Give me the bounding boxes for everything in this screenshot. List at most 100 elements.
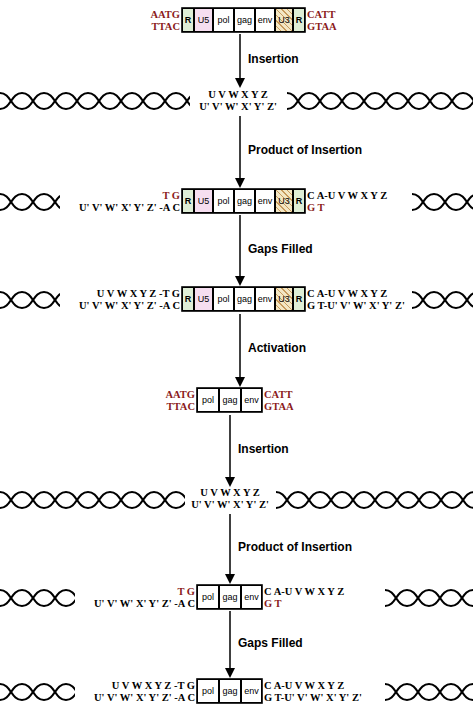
sequence-label: G T bbox=[307, 202, 325, 214]
sequence-segment: R bbox=[293, 8, 305, 32]
dna-helix bbox=[0, 681, 75, 703]
sequence-segment: gag bbox=[234, 189, 255, 213]
sequence-label: U V W X Y Z -T G bbox=[97, 288, 180, 300]
segment-label: gag bbox=[237, 15, 252, 25]
segment-label: U3 bbox=[278, 196, 290, 206]
step-arrow bbox=[239, 215, 241, 284]
sequence-segment: U5 bbox=[194, 189, 213, 213]
segment-label: env bbox=[244, 686, 259, 696]
sequence-label: U' V' W' X' Y' Z' -A C bbox=[94, 598, 195, 610]
step-arrow bbox=[229, 514, 231, 582]
segment-label: pol bbox=[217, 15, 229, 25]
sequence-segment: gag bbox=[234, 8, 255, 32]
sequence-segment: R bbox=[182, 287, 194, 311]
dna-helix bbox=[412, 289, 473, 311]
sequence-segment: pol bbox=[213, 189, 234, 213]
segment-label: U5 bbox=[198, 294, 210, 304]
segment-label: R bbox=[185, 196, 192, 206]
segment-label: env bbox=[258, 196, 273, 206]
sequence-label: U V W X Y Z -T G bbox=[112, 680, 195, 692]
step-arrow bbox=[229, 611, 231, 676]
segment-label: env bbox=[258, 294, 273, 304]
dna-helix bbox=[276, 489, 473, 511]
segment-label: env bbox=[244, 592, 259, 602]
sequence-label: C A-U V W X Y Z bbox=[264, 586, 344, 598]
segment-label: pol bbox=[217, 294, 229, 304]
sequence-segment: pol bbox=[213, 287, 234, 311]
element-outline bbox=[182, 287, 305, 311]
dna-helix bbox=[0, 489, 185, 511]
sequence-label: CATT bbox=[307, 9, 335, 21]
sequence-segment: env bbox=[255, 287, 275, 311]
sequence-segment: R bbox=[293, 287, 305, 311]
sequence-label: T G bbox=[162, 190, 180, 202]
sequence-segment: U5 bbox=[194, 8, 213, 32]
step-label: Gaps Filled bbox=[238, 636, 303, 650]
segment-label: pol bbox=[202, 686, 214, 696]
segment-label: gag bbox=[237, 294, 252, 304]
sequence-label: U' V' W' X' Y' Z' bbox=[191, 499, 269, 511]
dna-helix bbox=[0, 191, 60, 213]
dna-helix bbox=[412, 191, 473, 213]
sequence-segment: pol bbox=[213, 8, 234, 32]
sequence-segment: gag bbox=[219, 585, 241, 609]
sequence-segment: pol bbox=[197, 585, 219, 609]
sequence-segment: U3 bbox=[275, 287, 293, 311]
sequence-segment: pol bbox=[197, 388, 219, 412]
segment-label: pol bbox=[217, 196, 229, 206]
element-outline bbox=[182, 8, 305, 32]
sequence-label: U' V' W' X' Y' Z' -A C bbox=[79, 300, 180, 312]
sequence-label: T G bbox=[177, 586, 195, 598]
sequence-segment: R bbox=[293, 189, 305, 213]
sequence-segment: env bbox=[255, 189, 275, 213]
sequence-segment: U3 bbox=[275, 189, 293, 213]
sequence-label: C A-U V W X Y Z bbox=[307, 288, 387, 300]
dna-helix bbox=[287, 90, 473, 112]
sequence-label: U V W X Y Z bbox=[208, 89, 267, 101]
segment-label: R bbox=[296, 15, 303, 25]
step-arrow bbox=[239, 314, 241, 385]
segment-label: R bbox=[185, 294, 192, 304]
segment-label: U3 bbox=[278, 294, 290, 304]
sequence-label: G T bbox=[264, 598, 282, 610]
sequence-label: C A-U V W X Y Z bbox=[264, 680, 344, 692]
sequence-label: U V W X Y Z bbox=[200, 487, 259, 499]
segment-label: R bbox=[296, 294, 303, 304]
segment-label: gag bbox=[222, 592, 237, 602]
sequence-label: AATG bbox=[165, 389, 195, 401]
sequence-label: C A-U V W X Y Z bbox=[307, 190, 387, 202]
sequence-segment: env bbox=[241, 388, 262, 412]
segment-label: U5 bbox=[198, 196, 210, 206]
step-label: Gaps Filled bbox=[248, 242, 313, 256]
sequence-label: TTAC bbox=[152, 21, 180, 33]
sequence-segment: gag bbox=[219, 388, 241, 412]
segment-label: env bbox=[258, 15, 273, 25]
segment-label: U5 bbox=[198, 15, 210, 25]
sequence-label: CATT bbox=[264, 389, 292, 401]
sequence-label: G T-U' V' W' X' Y' Z' bbox=[307, 300, 405, 312]
segment-label: U3 bbox=[278, 15, 290, 25]
step-arrow bbox=[229, 415, 231, 485]
segment-label: gag bbox=[222, 395, 237, 405]
element-outline bbox=[197, 388, 262, 412]
segment-label: gag bbox=[237, 196, 252, 206]
dna-helix bbox=[0, 587, 75, 609]
sequence-label: TTAC bbox=[167, 401, 195, 413]
step-arrow bbox=[239, 116, 241, 186]
sequence-segment: pol bbox=[197, 679, 219, 703]
sequence-segment: gag bbox=[234, 287, 255, 311]
sequence-segment: R bbox=[182, 8, 194, 32]
sequence-segment: R bbox=[182, 189, 194, 213]
element-outline bbox=[182, 189, 305, 213]
dna-helix bbox=[0, 90, 190, 112]
step-label: Product of Insertion bbox=[248, 143, 362, 157]
sequence-label: GTAA bbox=[307, 21, 337, 33]
segment-label: pol bbox=[202, 395, 214, 405]
step-label: Insertion bbox=[238, 442, 289, 456]
element-outline bbox=[197, 679, 262, 703]
segment-label: pol bbox=[202, 592, 214, 602]
sequence-segment: gag bbox=[219, 679, 241, 703]
sequence-label: G T-U' V' W' X' Y' Z' bbox=[264, 692, 362, 704]
sequence-label: U' V' W' X' Y' Z' -A C bbox=[94, 692, 195, 704]
sequence-label: AATG bbox=[150, 9, 180, 21]
